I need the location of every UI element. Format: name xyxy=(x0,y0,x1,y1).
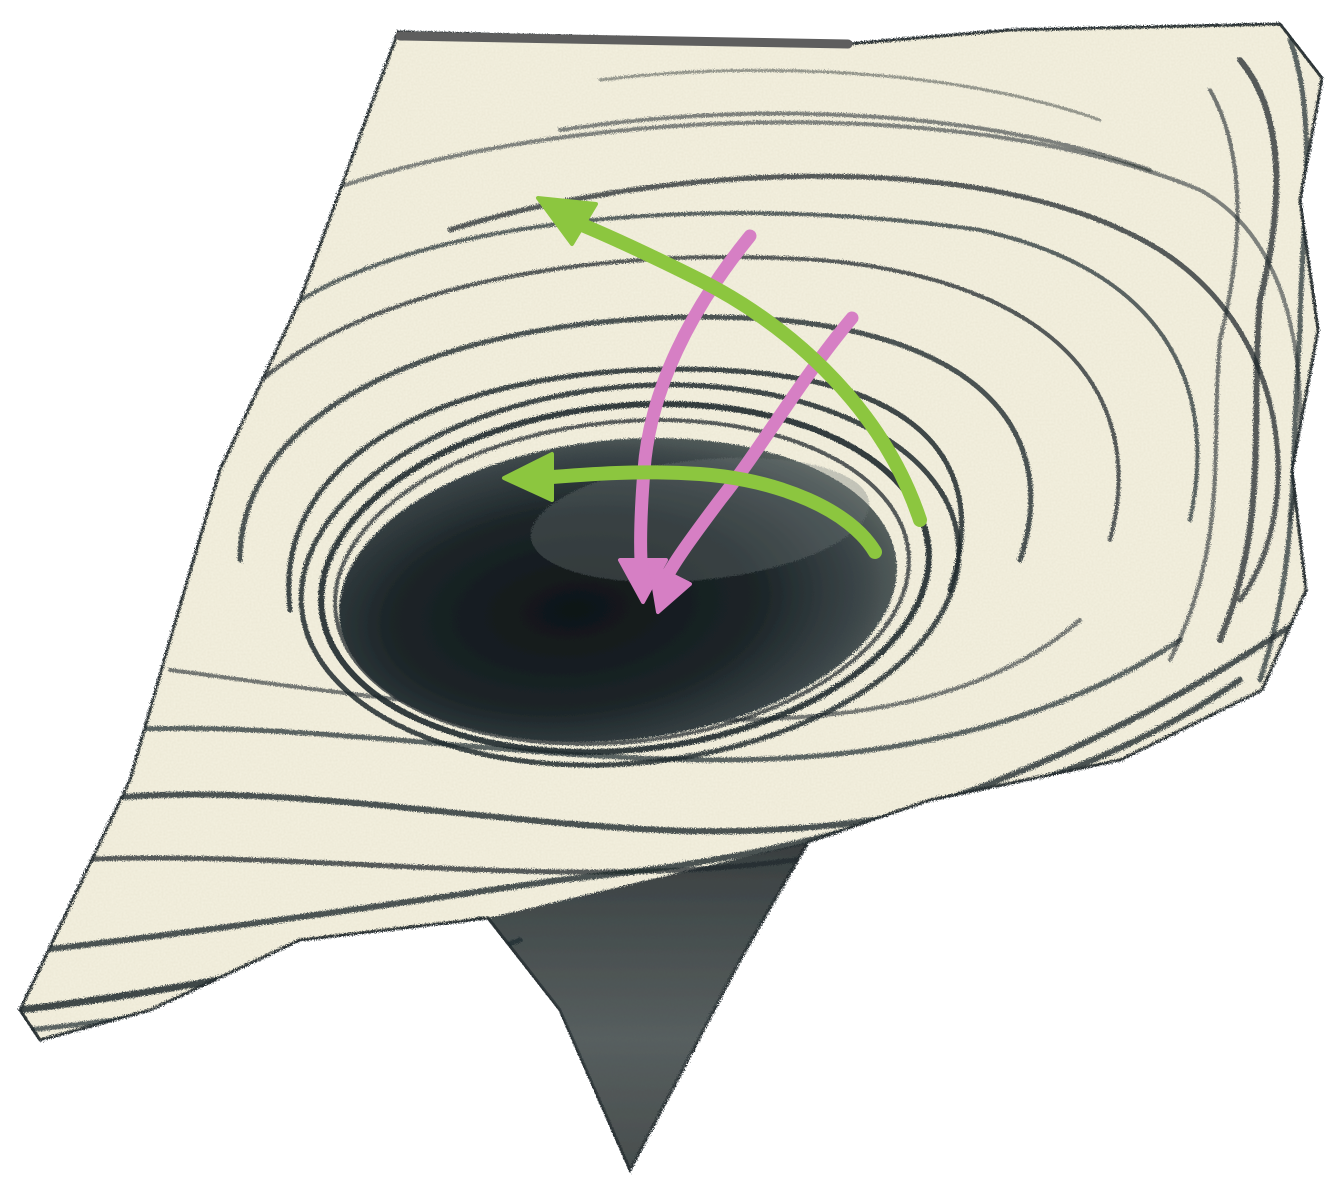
vortex-illustration xyxy=(0,0,1339,1182)
vortex-drawing xyxy=(0,0,1339,1182)
